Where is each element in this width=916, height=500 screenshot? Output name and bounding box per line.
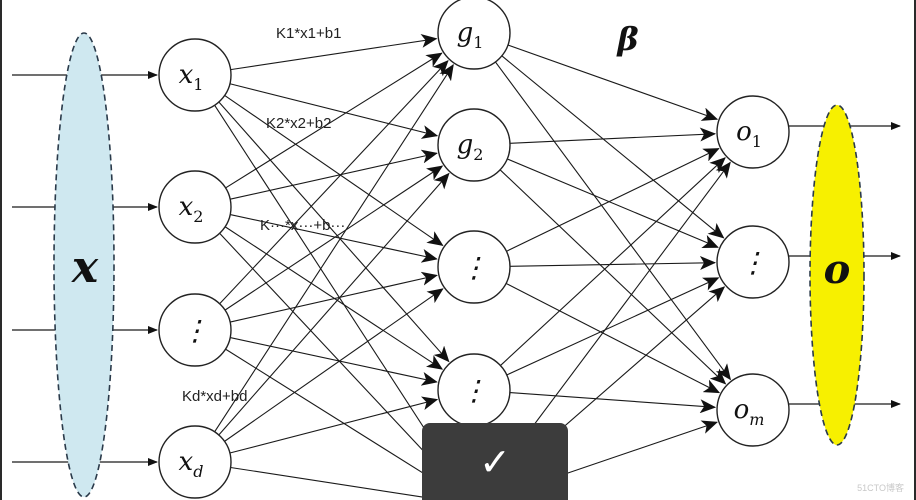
output-node-1: o1 bbox=[716, 95, 790, 169]
hidden-node-1: g1 bbox=[437, 0, 511, 70]
edge-in3-h4 bbox=[230, 466, 437, 500]
right-frame-edge bbox=[914, 0, 916, 500]
annotation-k2: K2*x2+b2 bbox=[266, 115, 331, 132]
output-node-1-circle bbox=[716, 95, 790, 169]
edge-h0-o1 bbox=[501, 55, 725, 239]
input-node-4: xd bbox=[158, 425, 232, 499]
edge-in1-h2 bbox=[230, 214, 438, 263]
confirm-button[interactable]: ✓ bbox=[422, 423, 568, 500]
input-node-2-label: x2 bbox=[179, 192, 204, 226]
hidden-node-4-label: ⋮ bbox=[460, 374, 488, 407]
edge-h0-o2 bbox=[494, 61, 731, 381]
edge-in1-h0 bbox=[225, 52, 443, 189]
edge-h0-o0 bbox=[507, 44, 719, 121]
input-node-1-circle bbox=[158, 38, 232, 112]
edge-h2-o2 bbox=[505, 282, 721, 394]
edge-in2-h0 bbox=[219, 59, 449, 305]
edge-h2-o1 bbox=[509, 255, 717, 270]
edge-in3-h3 bbox=[229, 396, 439, 454]
edge-in1-h1 bbox=[230, 149, 438, 200]
hidden-node-3-label: ⋮ bbox=[460, 251, 488, 284]
edge-h3-o2 bbox=[509, 392, 717, 414]
edge-in2-h2 bbox=[229, 271, 438, 323]
output-ellipse bbox=[809, 104, 865, 446]
watermark: 51CTO博客 bbox=[857, 483, 904, 493]
input-node-3: ⋮ bbox=[158, 293, 232, 367]
edge-in2-h4 bbox=[225, 348, 443, 486]
edge-in3-h1 bbox=[218, 172, 450, 436]
hidden-node-2-label: g2 bbox=[457, 130, 484, 164]
edge-in0-h2 bbox=[224, 94, 444, 247]
connections-layer bbox=[12, 33, 901, 500]
output-node-2-circle bbox=[716, 225, 790, 299]
output-node-3: om bbox=[716, 373, 790, 447]
input-ellipse bbox=[53, 32, 115, 498]
input-node-4-circle bbox=[158, 425, 232, 499]
edge-in0-h4 bbox=[214, 104, 454, 474]
edge-in1-h4 bbox=[219, 232, 449, 478]
edge-h3-o1 bbox=[506, 277, 720, 376]
hidden-node-2-circle bbox=[437, 108, 511, 182]
edge-in3-h0 bbox=[214, 64, 454, 433]
annotation-kdots: K···*x···+b··· bbox=[260, 217, 345, 234]
edge-h1-o1 bbox=[506, 158, 719, 248]
input-node-1-label: x1 bbox=[179, 60, 204, 94]
nodes-layer: x1 x2 ⋮ xd g1 g2 ⋮ ⋮ o1 ⋮ om bbox=[158, 0, 790, 499]
hidden-node-1-circle bbox=[437, 0, 511, 70]
beta-label: β bbox=[616, 20, 638, 58]
edge-h2-o0 bbox=[506, 148, 720, 252]
edge-in2-h3 bbox=[230, 337, 438, 386]
edge-in3-h2 bbox=[224, 288, 444, 442]
edge-in0-h0 bbox=[230, 33, 438, 71]
output-node-1-label: o1 bbox=[736, 117, 762, 151]
input-node-2: x2 bbox=[158, 170, 232, 244]
hidden-node-2: g2 bbox=[437, 108, 511, 182]
annotation-kd: Kd*xd+bd bbox=[182, 388, 247, 405]
check-icon: ✓ bbox=[479, 439, 511, 484]
hidden-node-3-circle bbox=[437, 230, 511, 304]
output-node-2: ⋮ bbox=[716, 225, 790, 299]
input-node-2-circle bbox=[158, 170, 232, 244]
edge-h1-o0 bbox=[509, 127, 717, 144]
output-ellipse-label: o bbox=[824, 246, 851, 293]
hidden-node-1-label: g1 bbox=[457, 18, 484, 52]
hidden-node-3: ⋮ bbox=[437, 230, 511, 304]
output-node-3-label: om bbox=[734, 395, 765, 429]
hidden-node-4: ⋮ bbox=[437, 353, 511, 427]
edge-in0-h3 bbox=[218, 101, 450, 363]
input-node-3-label: ⋮ bbox=[181, 314, 209, 347]
edge-in0-h1 bbox=[229, 83, 439, 139]
edge-in2-h1 bbox=[224, 165, 444, 311]
input-ellipse-label: x bbox=[71, 242, 99, 293]
input-node-3-circle bbox=[158, 293, 232, 367]
edge-h1-o2 bbox=[499, 169, 727, 385]
annotation-k1: K1*x1+b1 bbox=[276, 25, 341, 42]
left-frame-edge bbox=[0, 0, 2, 500]
input-node-1: x1 bbox=[158, 38, 232, 112]
input-node-4-label: xd bbox=[179, 447, 204, 481]
edge-h3-o0 bbox=[500, 157, 726, 366]
edge-in1-h3 bbox=[224, 226, 444, 370]
output-node-3-circle bbox=[716, 373, 790, 447]
output-node-2-label: ⋮ bbox=[739, 246, 767, 279]
